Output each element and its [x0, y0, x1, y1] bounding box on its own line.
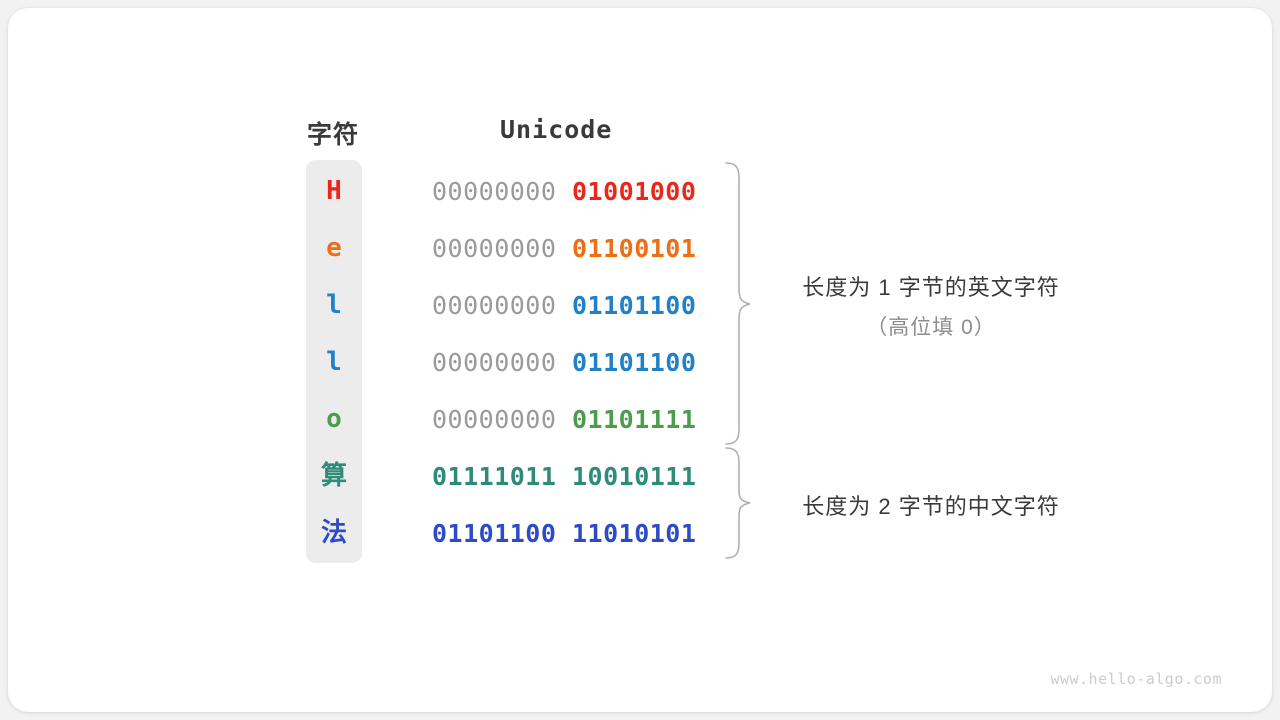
row-unicode-bits: 00000000 01101100 [432, 334, 696, 391]
byte-separator [556, 405, 572, 434]
row-high-byte: 00000000 [432, 405, 557, 434]
row-character: H [326, 176, 342, 206]
figure-card [8, 8, 1272, 712]
row-character: 法 [320, 518, 347, 548]
row-unicode-bits: 00000000 01001000 [432, 163, 696, 220]
row-character: l [326, 290, 342, 320]
watermark: www.hello-algo.com [1050, 670, 1222, 688]
row-low-byte: 10010111 [571, 462, 697, 491]
row-low-byte: 01101111 [571, 405, 697, 434]
annotation-one-byte-line2: （高位填 0） [866, 316, 996, 339]
row-unicode-bits: 01101100 11010101 [432, 505, 696, 562]
row-character: e [326, 233, 342, 263]
annotation-one-byte: 长度为 1 字节的英文字符 （高位填 0） [786, 270, 1076, 341]
row-unicode-bits: 01111011 10010111 [432, 448, 696, 505]
annotation-two-byte: 长度为 2 字节的中文字符 [786, 489, 1076, 521]
row-low-byte: 01100101 [571, 234, 697, 263]
row-character: 算 [320, 461, 347, 491]
character-column-background [306, 160, 362, 563]
row-unicode-bits: 00000000 01100101 [432, 220, 696, 277]
column-header-unicode: Unicode [500, 115, 613, 144]
row-high-byte: 00000000 [432, 291, 557, 320]
row-high-byte: 00000000 [432, 348, 557, 377]
row-low-byte: 01001000 [571, 177, 697, 206]
row-unicode-bits: 00000000 01101111 [432, 391, 696, 448]
row-high-byte: 01101100 [432, 519, 557, 548]
byte-separator [556, 234, 572, 263]
row-high-byte: 00000000 [432, 234, 557, 263]
row-character: o [326, 404, 342, 434]
row-low-byte: 11010101 [571, 519, 697, 548]
byte-separator [556, 291, 572, 320]
column-header-character: 字符 [307, 121, 360, 149]
annotation-two-byte-line1: 长度为 2 字节的中文字符 [802, 494, 1060, 519]
row-high-byte: 01111011 [432, 462, 557, 491]
annotation-one-byte-line1: 长度为 1 字节的英文字符 [802, 275, 1060, 300]
row-low-byte: 01101100 [571, 348, 697, 377]
row-low-byte: 01101100 [571, 291, 697, 320]
row-character: l [326, 347, 342, 377]
byte-separator [556, 462, 572, 491]
byte-separator [556, 348, 572, 377]
row-high-byte: 00000000 [432, 177, 557, 206]
byte-separator [556, 177, 572, 206]
byte-separator [556, 519, 572, 548]
row-unicode-bits: 00000000 01101100 [432, 277, 696, 334]
